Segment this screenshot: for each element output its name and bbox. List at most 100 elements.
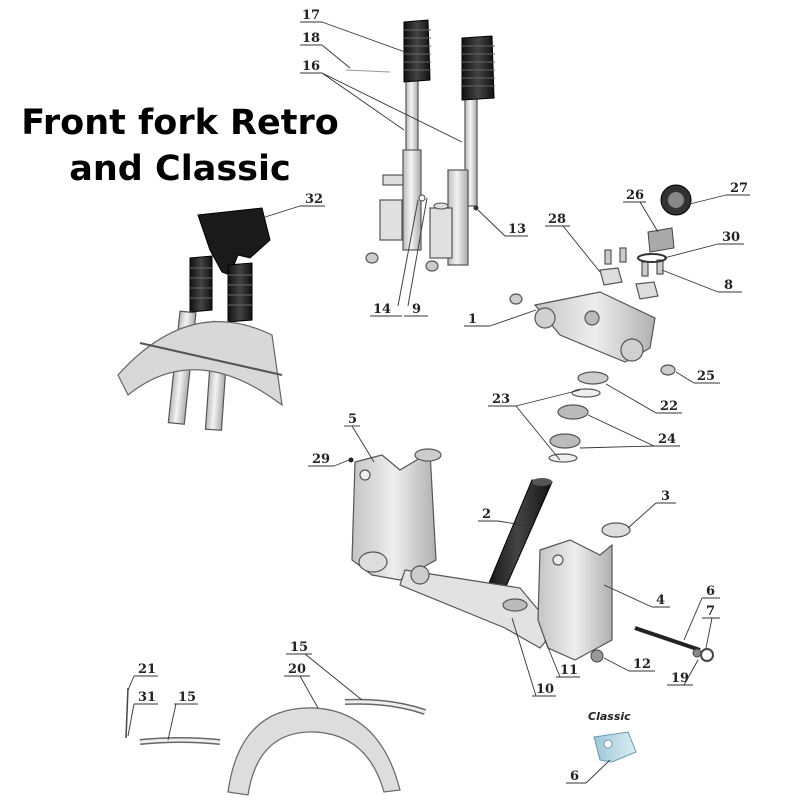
svg-text:15: 15 [290,640,308,655]
ring-30 [637,253,667,263]
callout-27: 27 [689,181,750,205]
svg-text:14: 14 [373,302,391,317]
classic-axle-cover [593,731,637,763]
callout-12: 12 [603,657,655,672]
washer-7 [700,648,714,662]
washer-19 [692,648,702,658]
callout-6: 6 [683,584,720,641]
fork-tube-right [425,95,478,272]
svg-text:24: 24 [658,432,676,447]
svg-text:6: 6 [570,769,579,784]
svg-text:13: 13 [508,222,526,237]
callout-21: 21 [127,662,158,691]
callout-19: 19 [667,659,699,686]
callout-15b: 15 [167,690,198,741]
svg-text:2: 2 [482,507,491,522]
title-line-2: and Classic [69,149,291,189]
svg-text:4: 4 [656,593,665,608]
callout-11: 11 [544,639,580,678]
bolt-21 [125,687,129,739]
svg-text:20: 20 [288,662,306,677]
diagram-title: Front fork Retro and Classic [0,100,360,192]
svg-text:30: 30 [722,230,740,245]
svg-text:26: 26 [626,188,644,203]
fork-gaiter-left [403,19,431,83]
svg-text:27: 27 [730,181,748,196]
svg-text:31: 31 [138,690,156,705]
handlebar-clamps [599,247,664,300]
callout-31: 31 [127,690,158,737]
svg-text:3: 3 [661,489,670,504]
callout-9: 9 [404,302,428,317]
svg-text:12: 12 [633,657,651,672]
screw-13 [473,205,479,211]
callout-16: 16 [300,59,463,143]
callout-23: 23 [488,389,581,461]
svg-text:25: 25 [697,369,715,384]
svg-text:10: 10 [536,682,554,697]
callout-22: 22 [605,383,682,414]
callout-10: 10 [511,617,556,697]
callout-25: 25 [675,369,720,384]
steering-nut-26 [647,227,675,253]
svg-text:29: 29 [312,452,330,467]
callout-13: 13 [477,209,528,237]
callout-6-classic: 6 [566,759,611,784]
classic-label: Classic [588,710,631,723]
washer-9 [418,194,426,202]
svg-text:18: 18 [302,31,320,46]
svg-text:16: 16 [302,59,320,74]
callout-4: 4 [603,584,670,608]
callout-20: 20 [284,662,319,709]
leg-housing-4 [537,522,631,661]
callout-8: 8 [661,269,742,293]
bearings [548,371,609,463]
svg-text:17: 17 [302,8,320,23]
callouts: 17 18 16 32 13 14 9 26 27 28 30 8 1 25 2… [127,8,750,784]
callout-15: 15 [286,640,363,701]
pin-14 [397,199,419,307]
fork-gaiter-right [461,35,495,101]
callout-24: 24 [579,414,680,449]
callout-5: 5 [344,412,375,463]
callout-17: 17 [300,8,406,53]
svg-text:23: 23 [492,392,510,407]
leg-housing-5 [348,448,442,581]
svg-text:22: 22 [660,399,678,414]
svg-text:15: 15 [178,690,196,705]
callout-26: 26 [623,188,659,233]
svg-text:19: 19 [671,671,689,686]
svg-text:9: 9 [412,302,421,317]
svg-text:1: 1 [468,312,477,327]
top-yoke [509,291,676,376]
callout-7: 7 [702,604,720,649]
title-line-1: Front fork Retro [21,103,339,143]
callout-3: 3 [627,489,676,529]
pin-9 [407,197,428,307]
svg-text:5: 5 [348,412,357,427]
cap-27 [660,184,692,216]
svg-text:7: 7 [706,604,715,619]
lower-clamp [399,565,556,649]
callout-29: 29 [308,452,350,467]
fork-tube-left [365,77,422,264]
callout-18: 18 [300,31,351,69]
callout-28: 28 [545,212,601,273]
callout-2: 2 [478,507,529,527]
svg-text:21: 21 [138,662,156,677]
callout-32: 32 [261,192,325,219]
axle-6 [634,626,701,652]
callout-30: 30 [663,230,744,259]
nut-12 [590,649,604,663]
svg-text:6: 6 [706,584,715,599]
fender-bracket-15 [344,698,426,715]
front-fender-20 [227,707,401,796]
fender-stay-15b [139,737,221,745]
clip-18 [345,69,391,73]
ring-13 [433,202,449,210]
svg-text:28: 28 [548,212,566,227]
svg-text:32: 32 [305,192,323,207]
callout-1: 1 [464,309,537,327]
callout-14: 14 [370,302,402,317]
